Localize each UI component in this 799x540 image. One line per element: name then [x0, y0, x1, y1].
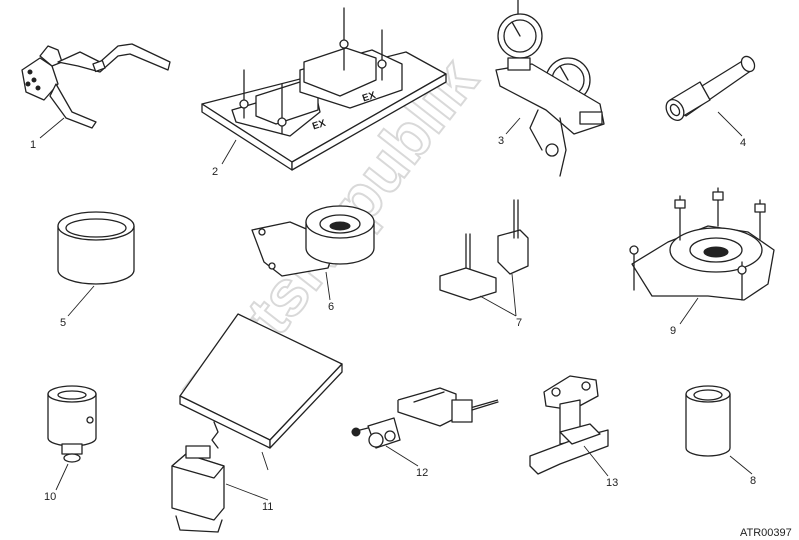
callout-11: 11	[262, 501, 273, 513]
part-6-pulley-holder-icon	[251, 205, 375, 277]
callout-9: 9	[670, 325, 676, 337]
callout-4: 4	[740, 137, 746, 149]
callout-1: 1	[30, 139, 36, 151]
callout-5: 5	[60, 317, 66, 329]
callout-7: 7	[516, 317, 522, 329]
callout-labels: 1 2 3 4 5 6 7 8 9 10 11 12 13	[30, 135, 756, 513]
part-9-flywheel-puller-icon	[629, 187, 775, 301]
part-4-socket-wrench-icon	[665, 55, 756, 121]
callout-13: 13	[606, 477, 618, 489]
callout-2: 2	[212, 166, 218, 178]
callout-12: 12	[416, 467, 428, 479]
part-13-support-stand-icon	[529, 375, 609, 475]
callout-8: 8	[750, 475, 756, 487]
part-12-timing-arm-tool-icon	[351, 387, 499, 449]
ex-label-1: EX	[311, 118, 327, 133]
callout-6: 6	[328, 301, 334, 313]
callout-3: 3	[498, 135, 504, 147]
part-1-camshaft-holder-tool-icon	[21, 43, 171, 129]
leader-lines	[39, 111, 753, 501]
part-3-dial-gauge-holder-icon	[495, 0, 605, 177]
part-5-sleeve-ring-icon	[57, 211, 135, 285]
callout-10: 10	[44, 491, 56, 503]
part-7-pin-tool-set-icon	[439, 199, 529, 301]
ex-label-2: EX	[361, 90, 377, 105]
part-2-valve-spring-base-plate-icon: EX EX	[201, 7, 447, 171]
reference-code: ATR00397	[740, 527, 792, 539]
part-11-work-tray-and-magnet-icon	[171, 313, 343, 533]
part-8-bushing-sleeve-icon	[685, 385, 731, 457]
part-10-seal-installer-icon	[47, 385, 97, 463]
